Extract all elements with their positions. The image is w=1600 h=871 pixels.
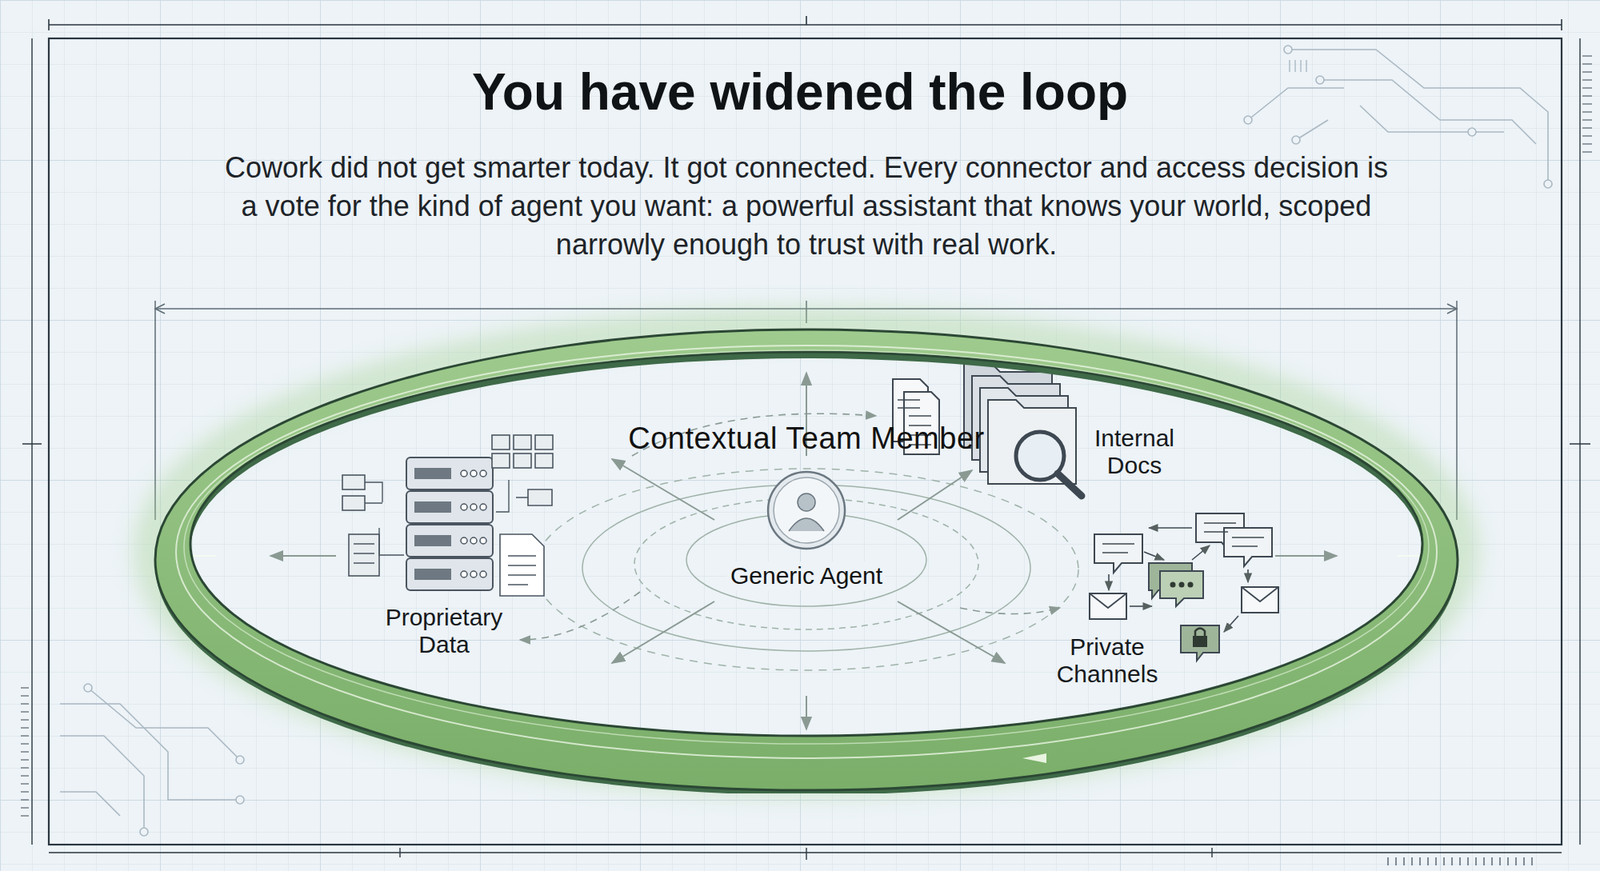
ring-label: Contextual Team Member: [628, 421, 984, 456]
agent-label: Generic Agent: [727, 561, 886, 591]
icon-label: Internal Docs: [1094, 424, 1175, 480]
icon-label: Private Channels: [1056, 633, 1159, 688]
title: You have widened the loop: [0, 61, 1600, 123]
ring-shape: [153, 326, 1460, 794]
agent-circle: [720, 468, 892, 552]
agent-node: Generic Agent: [720, 468, 892, 596]
caption: Cowork did not get smarter today. It got…: [222, 148, 1391, 264]
context-ring: Contextual Team MemberGeneric Agent: [153, 326, 1460, 794]
icon-label: Proprietary Data: [385, 604, 504, 659]
